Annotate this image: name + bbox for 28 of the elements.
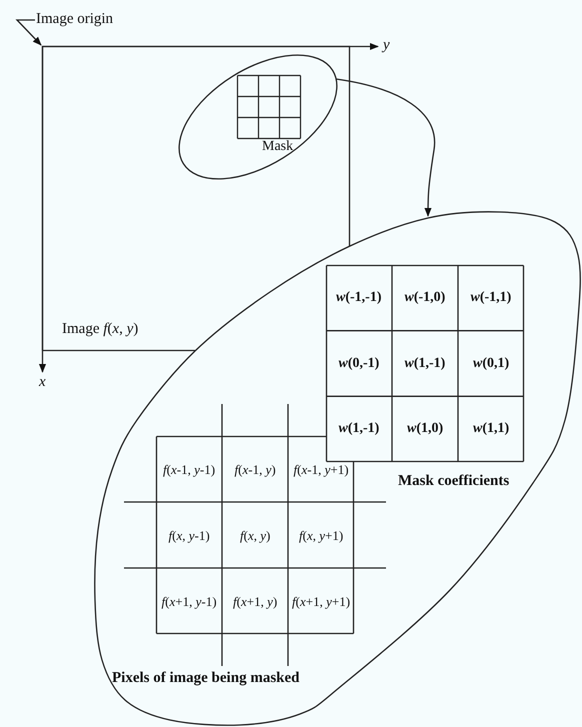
curved-arrow	[336, 78, 436, 217]
axis-label: x	[39, 375, 46, 390]
pixel-value: f(x-1, y-1)	[163, 462, 216, 476]
coefficient-value: w(1,1)	[473, 422, 510, 436]
pixel-value: f(x, y-1)	[168, 528, 210, 542]
origin-label: Image origin	[36, 12, 114, 27]
coefficient-value: w(0,1)	[473, 356, 510, 370]
mask-ellipse	[179, 55, 339, 180]
pixel-value: f(x+1, y+1)	[292, 594, 350, 608]
coefficient-value: w(1,0)	[407, 422, 444, 436]
coefficient-value: w(1,-1)	[338, 422, 380, 436]
pixel-value: f(x-1, y)	[234, 462, 276, 476]
axis-label: y	[383, 38, 390, 53]
pixel-value: f(x+1, y-1)	[162, 594, 217, 608]
pixel-value: f(x+1, y)	[233, 594, 278, 608]
pixel-value: f(x, y)	[240, 528, 270, 542]
grid-caption: Pixels of image being masked	[112, 671, 300, 686]
grid-caption: Mask coefficients	[398, 474, 510, 489]
pixel-value: f(x, y+1)	[299, 528, 344, 542]
mask-label: Mask	[262, 140, 294, 154]
coefficient-value: w(-1,0)	[404, 290, 446, 305]
pixel-value: f(x-1, y+1)	[294, 462, 349, 476]
coefficient-value: w(1,-1)	[404, 356, 446, 370]
image-label: Image f(x, y)	[62, 322, 138, 337]
coefficient-value: w(0,-1)	[338, 356, 380, 370]
coefficient-value: w(-1,1)	[470, 290, 512, 305]
coefficient-value: w(-1,-1)	[336, 290, 382, 305]
leader-line	[15, 19, 42, 46]
